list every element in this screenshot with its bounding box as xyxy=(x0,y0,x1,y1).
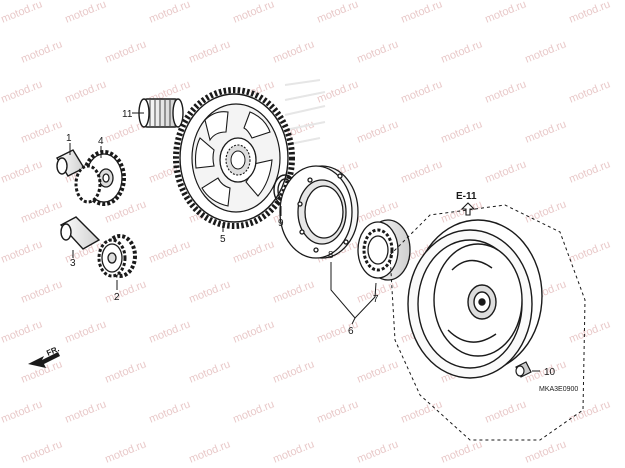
starter-driven-gear-5 xyxy=(173,87,295,229)
clutch-outer-8 xyxy=(279,165,359,259)
reference-label: E-11 xyxy=(456,191,477,202)
flywheel-rotor xyxy=(407,219,543,379)
diagram-code: MKA3E0900 xyxy=(539,386,578,393)
callout-1: 1 xyxy=(66,133,72,144)
callout-6: 6 xyxy=(348,326,354,337)
callout-4: 4 xyxy=(98,136,104,147)
front-arrow xyxy=(28,352,60,368)
leader-lines xyxy=(69,112,540,372)
callout-5: 5 xyxy=(220,234,226,245)
one-way-clutch-7 xyxy=(357,219,411,281)
reduction-gear-2 xyxy=(97,234,137,278)
callout-10: 10 xyxy=(544,367,556,378)
callout-11: 11 xyxy=(122,109,133,120)
callout-9: 9 xyxy=(278,218,284,229)
idle-gear-4 xyxy=(74,150,126,206)
callout-3: 3 xyxy=(70,258,76,269)
shaft-3 xyxy=(59,216,101,250)
callout-8: 8 xyxy=(328,250,334,261)
reference-arrow xyxy=(460,202,476,216)
callout-2: 2 xyxy=(114,292,120,303)
shaft-1 xyxy=(56,149,85,177)
callout-7: 7 xyxy=(373,294,379,305)
bolt-10 xyxy=(515,361,532,378)
needle-bearing-11 xyxy=(138,98,184,128)
